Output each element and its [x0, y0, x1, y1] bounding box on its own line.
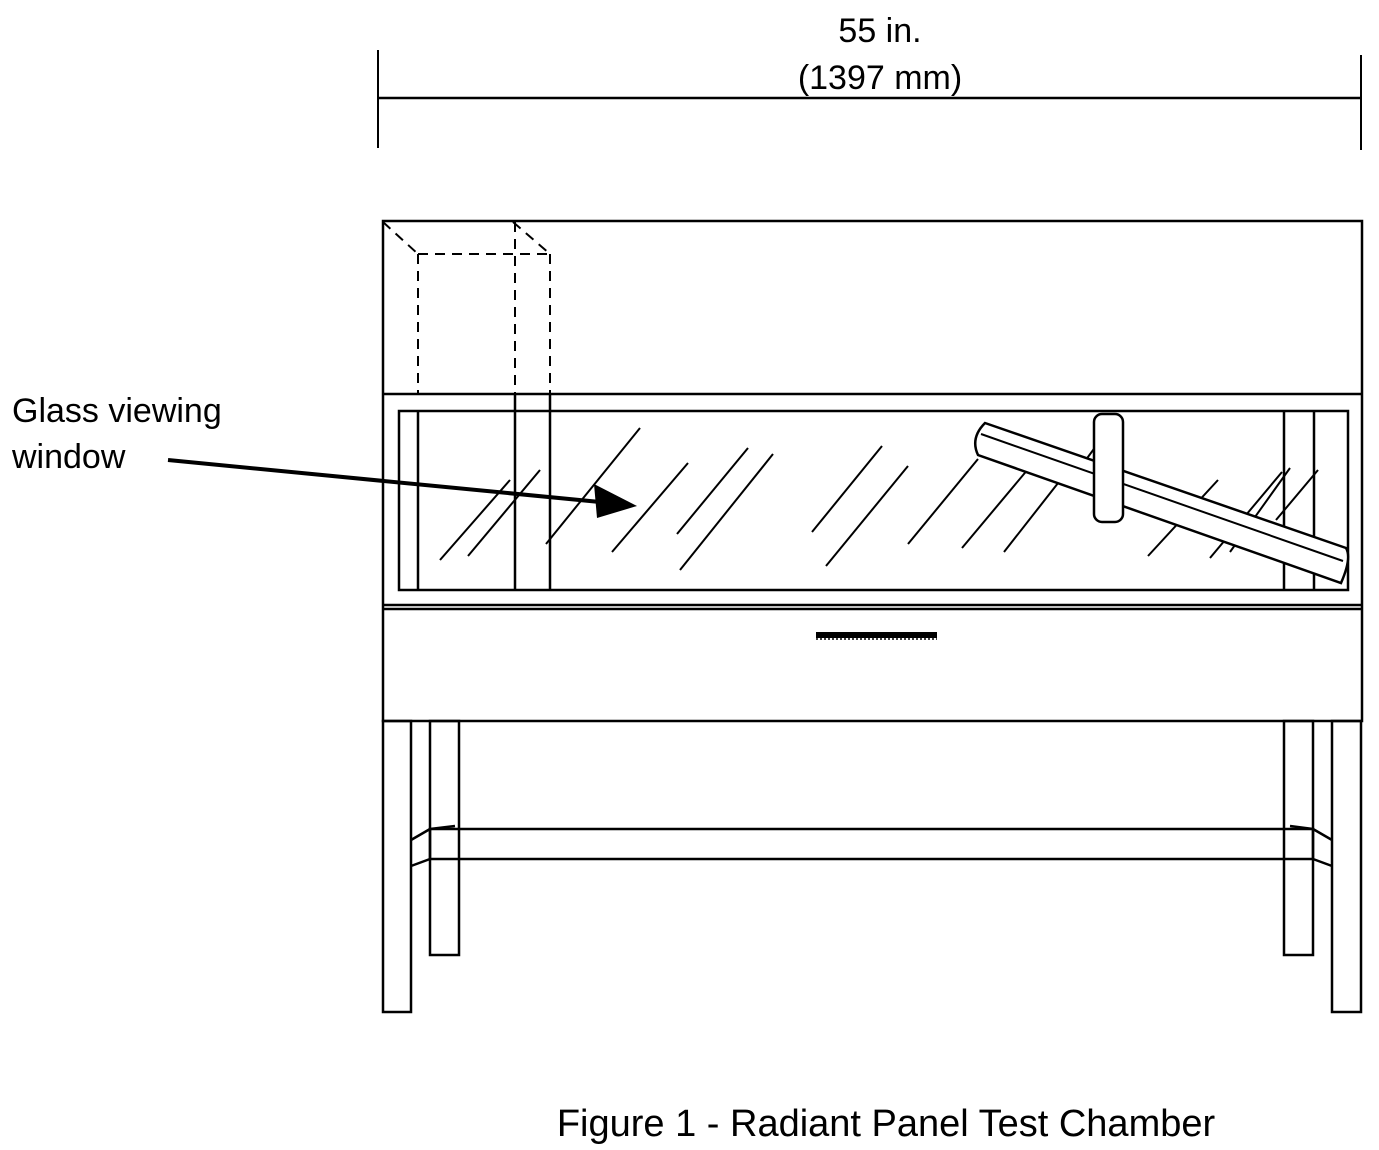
dimension-imperial-label: 55 in. [838, 12, 921, 50]
left-inner-leg [428, 719, 461, 957]
callout-arrow-shaft [167, 458, 601, 504]
glass-window-callout: Glass viewing window [11, 392, 637, 518]
hidden-flue-outline [382, 221, 551, 394]
dimension-annotation: 55 in. (1397 mm) [377, 12, 1362, 150]
glass-reflection-hatching [439, 427, 1319, 571]
chamber-stand [381, 719, 1363, 1014]
left-outer-leg [381, 719, 413, 1014]
right-outer-leg [1330, 719, 1363, 1014]
front-handle [816, 632, 937, 640]
figure-caption: Figure 1 - Radiant Panel Test Chamber [557, 1103, 1216, 1145]
chamber-outer-frame [381, 219, 1364, 723]
callout-label-line2: window [11, 438, 126, 476]
left-brace [410, 824, 456, 868]
stand-crossbar [428, 827, 1315, 861]
callout-arrowhead [594, 484, 637, 518]
panel-support-post [1092, 412, 1125, 524]
radiant-panel [973, 421, 1350, 585]
right-brace [1289, 824, 1333, 868]
callout-label-line1: Glass viewing [12, 392, 222, 430]
chamber-body [381, 219, 1364, 723]
right-inner-leg [1282, 719, 1315, 957]
window-frame [397, 409, 1350, 592]
radiant-panel-assembly [973, 412, 1350, 585]
dimension-metric-label: (1397 mm) [798, 59, 962, 97]
